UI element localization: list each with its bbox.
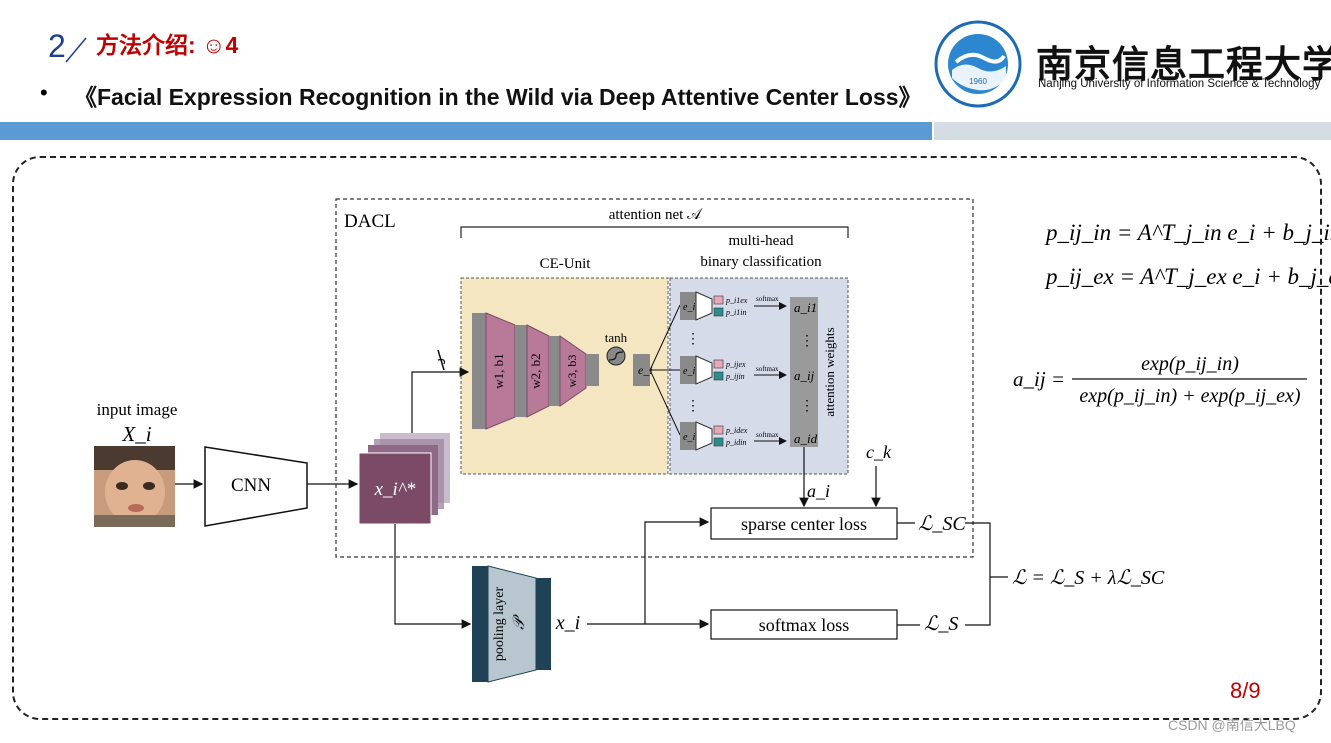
svg-text:e_i: e_i bbox=[683, 302, 695, 313]
logo-year: 1960 bbox=[969, 77, 987, 86]
svg-text:⋮: ⋮ bbox=[686, 399, 700, 414]
svg-text:⋮: ⋮ bbox=[800, 334, 814, 349]
e-label: e_i bbox=[638, 363, 653, 377]
section-title: 方法介绍: ☺4 bbox=[96, 32, 239, 58]
cnn-label: CNN bbox=[231, 475, 271, 496]
fc-input-bar bbox=[472, 313, 486, 429]
input-symbol: X_i bbox=[121, 422, 151, 446]
softmax-loss-label: softmax loss bbox=[759, 615, 850, 635]
ls-label: ℒ_S bbox=[924, 613, 958, 635]
section-number: 2 bbox=[48, 28, 66, 64]
ck-label: c_k bbox=[866, 442, 892, 462]
svg-text:a_i1: a_i1 bbox=[794, 300, 817, 315]
svg-text:e_i: e_i bbox=[683, 432, 695, 443]
dacl-label: DACL bbox=[344, 211, 396, 232]
head-2-input bbox=[680, 356, 696, 384]
header-bar-grey bbox=[932, 122, 1331, 140]
university-name-en: Nanjing University of Information Scienc… bbox=[1038, 78, 1321, 90]
feature-map-stack bbox=[358, 433, 450, 525]
university-name-cn: 南京信息工程大学 bbox=[1036, 42, 1331, 86]
fc-label-1: w1, b1 bbox=[491, 353, 506, 388]
attention-weights-label: attention weights bbox=[822, 327, 837, 416]
input-label: input image bbox=[97, 400, 178, 419]
pooling-label: pooling layer bbox=[492, 587, 507, 662]
equation-1: p_ij_in = A^T_j_in e_i + b_j_in bbox=[1044, 220, 1331, 245]
svg-text:p_i1in: p_i1in bbox=[725, 308, 746, 317]
svg-text:e_i: e_i bbox=[683, 366, 695, 377]
equation-3-lhs: a_ij = bbox=[1013, 367, 1065, 391]
slash-decoration bbox=[65, 37, 87, 63]
svg-text:p_idex: p_idex bbox=[725, 426, 748, 435]
paper-title: 《Facial Expression Recognition in the Wi… bbox=[74, 84, 922, 110]
svg-text:p_ijin: p_ijin bbox=[725, 372, 745, 381]
fc-label-3: w3, b3 bbox=[565, 355, 579, 388]
svg-text:a_id: a_id bbox=[794, 431, 818, 446]
svg-text:softmax: softmax bbox=[756, 365, 779, 373]
softmax-loss-box bbox=[710, 609, 898, 640]
attention-net-bracket bbox=[460, 226, 849, 238]
fc-bar-3 bbox=[549, 336, 560, 406]
fc-bar-4 bbox=[586, 354, 599, 386]
svg-text:p_idin: p_idin bbox=[725, 438, 746, 447]
head-1-input bbox=[680, 292, 696, 320]
ai-label: a_i bbox=[807, 481, 830, 501]
svg-text:softmax: softmax bbox=[756, 431, 779, 439]
svg-text:⋮: ⋮ bbox=[686, 332, 700, 347]
head-3-input bbox=[680, 422, 696, 450]
svg-text:softmax: softmax bbox=[756, 295, 779, 303]
feature-symbol: x_i^* bbox=[374, 479, 416, 500]
equation-3-numerator: exp(p_ij_in) bbox=[1141, 353, 1239, 375]
university-logo: 1960 bbox=[934, 20, 1022, 108]
cnn-block bbox=[204, 446, 308, 527]
tanh-label: tanh bbox=[605, 330, 628, 345]
pooling-bar-left bbox=[472, 566, 488, 682]
multihead-label-1: multi-head bbox=[729, 233, 794, 249]
equation-2: p_ij_ex = A^T_j_ex e_i + b_j_ex bbox=[1044, 264, 1331, 289]
dashed-frame bbox=[12, 156, 1322, 720]
fc-layer-3 bbox=[559, 335, 587, 407]
svg-text:p_i1ex: p_i1ex bbox=[725, 296, 748, 305]
face-image bbox=[94, 446, 175, 527]
ce-unit-label: CE-Unit bbox=[540, 256, 592, 272]
dacl-box bbox=[335, 198, 974, 558]
svg-text:⋮: ⋮ bbox=[800, 399, 814, 414]
equation-3-denominator: exp(p_ij_in) + exp(p_ij_ex) bbox=[1079, 385, 1301, 407]
svg-text:p_ijex: p_ijex bbox=[725, 360, 746, 369]
bullet: • bbox=[40, 80, 48, 105]
total-loss-label: ℒ = ℒ_S + λℒ_SC bbox=[1012, 567, 1165, 589]
attention-weights-bar bbox=[790, 297, 818, 447]
attention-net-label: attention net 𝒜 bbox=[609, 207, 703, 223]
fc-label-2: w2, b2 bbox=[528, 353, 543, 388]
sparse-center-loss-label: sparse center loss bbox=[741, 514, 867, 534]
xi-label: x_i bbox=[555, 612, 580, 634]
page-number: 8/9 bbox=[1230, 678, 1261, 703]
multihead-label-2: binary classification bbox=[700, 254, 822, 270]
header-bar-blue bbox=[0, 122, 932, 140]
fc-bar-2 bbox=[515, 325, 527, 417]
e-bar bbox=[633, 354, 650, 386]
watermark: CSDN @南信大LBQ bbox=[1168, 717, 1296, 733]
lsc-label: ℒ_SC bbox=[918, 513, 966, 535]
svg-text:a_ij: a_ij bbox=[794, 368, 815, 383]
pooling-bar-right bbox=[536, 578, 551, 670]
sparse-center-loss-box bbox=[710, 507, 898, 540]
